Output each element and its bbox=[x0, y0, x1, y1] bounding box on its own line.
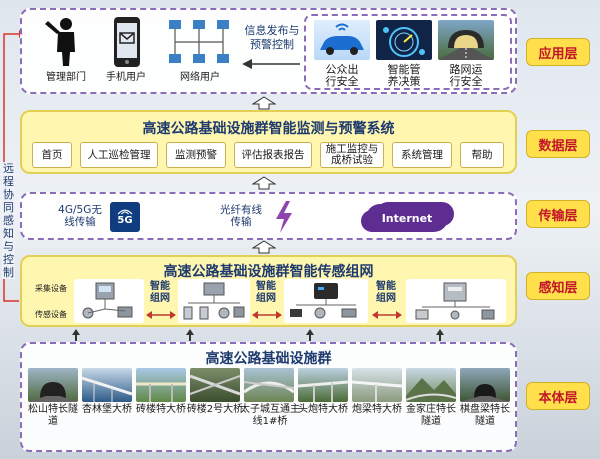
publish-control-label: 信息发布与预警控制 bbox=[244, 24, 300, 51]
layer-tag-sensing: 感知层 bbox=[526, 272, 590, 300]
site-label-zhuanlou-2-bridge: 砖楼2号大桥 bbox=[186, 404, 244, 415]
site-photo-bridge-3 bbox=[190, 368, 240, 402]
wireless-transmission-label: 4G/5G无线传输 bbox=[58, 204, 102, 228]
module-construction-monitoring[interactable]: 施工监控与成桥试验 bbox=[320, 142, 384, 168]
layer-tag-application: 应用层 bbox=[526, 38, 590, 66]
data-acquisition-device-icon bbox=[82, 282, 133, 319]
site-label-taizicheng-bridge: 太子城互通主线1#桥 bbox=[240, 404, 300, 427]
module-manual-inspection[interactable]: 人工巡检管理 bbox=[80, 142, 158, 168]
bidirectional-arrow-3 bbox=[372, 311, 402, 319]
5g-badge-text: 5G bbox=[117, 215, 133, 226]
transport-layer-panel: 4G/5G无线传输 5G 光纤有线传输 Internet bbox=[20, 192, 517, 240]
network-label-1: 智能组网 bbox=[150, 281, 170, 304]
bidirectional-arrow-2 bbox=[252, 311, 282, 319]
site-label-toupao-bridge: 头炮特大桥 bbox=[298, 404, 348, 415]
user-label-network: 网络用户 bbox=[180, 72, 220, 83]
site-label-xinglinbao-bridge: 杏林堡大桥 bbox=[82, 404, 132, 415]
cabinet-device-icon bbox=[415, 282, 495, 320]
remote-control-side-label: 远程协同感知与控制 bbox=[2, 162, 15, 279]
module-evaluation-report[interactable]: 评估报表报告 bbox=[234, 142, 312, 168]
lightning-bolt-icon bbox=[276, 201, 292, 233]
site-photo-bridge-5 bbox=[352, 368, 402, 402]
service-image-gauge bbox=[376, 20, 432, 60]
device-panel-2 bbox=[178, 279, 250, 323]
bridge-icon bbox=[190, 374, 240, 396]
up-arrow-data-to-app bbox=[252, 96, 276, 110]
device-panel-1 bbox=[74, 279, 144, 323]
person-pointing-icon bbox=[45, 18, 75, 66]
data-layer-title: 高速公路基础设施群智能监测与预警系统 bbox=[142, 121, 395, 137]
up-arrow-sensing-to-transport bbox=[252, 240, 276, 254]
tunnel-entrance-icon bbox=[460, 384, 510, 402]
collector-device-label: 采集设备 bbox=[35, 284, 67, 293]
site-label-songshan-tunnel: 松山特长隧道 bbox=[28, 404, 78, 427]
network-label-2: 智能组网 bbox=[256, 281, 276, 304]
layer-tag-data: 数据层 bbox=[526, 130, 590, 158]
site-label-paoliang-bridge: 炮梁特大桥 bbox=[352, 404, 402, 415]
site-photo-bridge-4 bbox=[298, 368, 348, 402]
site-photo-tunnel-1 bbox=[28, 368, 78, 402]
user-label-management: 管理部门 bbox=[46, 72, 86, 83]
internet-cloud: Internet bbox=[366, 204, 448, 232]
body-layer-panel: 高速公路基础设施群 松山特长隧道 杏林堡大桥 砖楼特大桥 砖楼2号大桥 太子城互… bbox=[20, 342, 517, 452]
connected-car-icon bbox=[320, 23, 364, 55]
module-help[interactable]: 帮助 bbox=[460, 142, 504, 168]
signal-waves-icon bbox=[117, 209, 133, 215]
publish-arrow bbox=[242, 59, 300, 69]
module-monitoring-alert[interactable]: 监测预警 bbox=[166, 142, 226, 168]
bridge-icon bbox=[82, 376, 132, 402]
network-computers-icon bbox=[169, 20, 229, 63]
site-label-zhuanlou-bridge: 砖楼特大桥 bbox=[136, 404, 186, 415]
device-panel-4 bbox=[406, 279, 506, 323]
sensing-layer-panel: 高速公路基础设施群智能传感组网 采集设备 传感设备 智能组网 智能组网 bbox=[20, 255, 517, 327]
device-panel-3 bbox=[284, 279, 368, 323]
service-label-network-safety: 路网运行安全 bbox=[449, 63, 483, 88]
site-photo-interchange bbox=[244, 368, 294, 402]
layer-tag-transport: 传输层 bbox=[526, 200, 590, 228]
site-label-qipanliang-tunnel: 棋盘梁特长隧道 bbox=[460, 404, 510, 427]
site-photo-tunnel-2 bbox=[406, 368, 456, 402]
application-layer-panel: 管理部门 手机用户 网络用户 信息发布与预警控制 bbox=[20, 8, 517, 94]
module-home[interactable]: 首页 bbox=[32, 142, 72, 168]
site-photo-bridge-1 bbox=[82, 368, 132, 402]
fiber-transmission-label: 光纤有线传输 bbox=[220, 204, 262, 228]
sensor-array-icon bbox=[183, 282, 245, 320]
service-image-car bbox=[314, 20, 370, 60]
network-label-3: 智能组网 bbox=[376, 281, 396, 304]
service-label-travel: 公众出行安全 bbox=[325, 63, 359, 88]
layer-tag-body: 本体层 bbox=[526, 382, 590, 410]
gateway-device-icon bbox=[290, 283, 357, 319]
site-photo-tunnel-3 bbox=[460, 368, 510, 402]
site-photo-bridge-2 bbox=[136, 368, 186, 402]
service-image-road bbox=[438, 20, 494, 60]
bridge-icon bbox=[298, 380, 348, 402]
tunnel-entrance-icon bbox=[28, 382, 78, 402]
bridge-icon bbox=[352, 380, 402, 402]
data-layer-panel: 高速公路基础设施群智能监测与预警系统 首页 人工巡检管理 监测预警 评估报表报告… bbox=[20, 110, 517, 174]
sensor-device-label: 传感设备 bbox=[35, 310, 67, 319]
interchange-icon bbox=[244, 381, 294, 394]
internet-label: Internet bbox=[381, 211, 433, 225]
5g-badge: 5G bbox=[110, 202, 140, 232]
service-label-maintenance: 智能管养决策 bbox=[387, 63, 421, 88]
up-arrow-transport-to-data bbox=[252, 176, 276, 190]
mobile-phone-icon bbox=[114, 17, 140, 67]
up-arrows-body-to-sensing bbox=[72, 329, 444, 341]
module-system-management[interactable]: 系统管理 bbox=[392, 142, 452, 168]
body-layer-title: 高速公路基础设施群 bbox=[205, 351, 332, 367]
bidirectional-arrow-1 bbox=[146, 311, 176, 319]
dashboard-gauge-icon bbox=[383, 27, 425, 57]
sensing-layer-title: 高速公路基础设施群智能传感组网 bbox=[163, 264, 374, 280]
user-label-mobile: 手机用户 bbox=[106, 72, 146, 83]
site-label-jinjiazhuang-tunnel: 金家庄特长隧道 bbox=[406, 404, 456, 427]
bridge-icon bbox=[136, 382, 186, 402]
tunnel-road-icon bbox=[438, 30, 494, 60]
mountain-road-icon bbox=[406, 378, 456, 402]
